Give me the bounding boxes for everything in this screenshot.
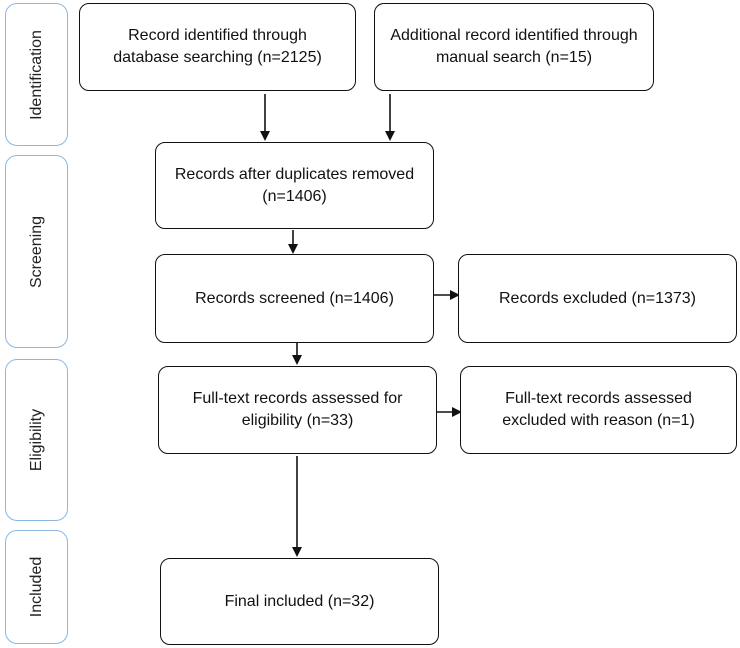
box-fulltext-assessed: Full-text records assessed for eligibili… <box>158 366 437 454</box>
box-final-included: Final included (n=32) <box>160 558 439 645</box>
box-duplicates-removed: Records after duplicates removed (n=1406… <box>155 142 434 229</box>
phase-identification: Identification <box>5 3 68 146</box>
box-database-search: Record identified through database searc… <box>79 3 356 91</box>
phase-eligibility: Eligibility <box>5 359 68 521</box>
box-records-excluded: Records excluded (n=1373) <box>458 254 737 343</box>
box-fulltext-excluded: Full-text records assessed excluded with… <box>460 366 737 454</box>
phase-screening: Screening <box>5 155 68 348</box>
phase-included: Included <box>5 530 68 644</box>
box-records-screened: Records screened (n=1406) <box>155 254 434 343</box>
box-manual-search: Additional record identified through man… <box>374 3 654 91</box>
